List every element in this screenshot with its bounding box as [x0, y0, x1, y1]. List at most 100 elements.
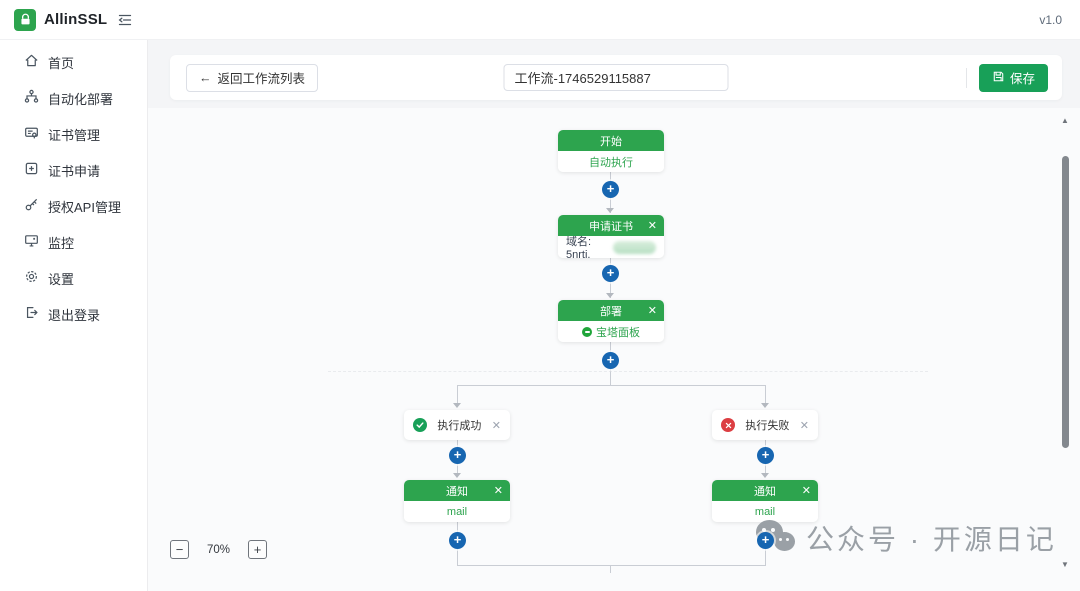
certificate-apply-icon	[24, 161, 39, 179]
success-check-icon	[413, 418, 427, 432]
workflow-name-input[interactable]	[503, 64, 729, 91]
close-icon[interactable]: ✕	[647, 220, 657, 232]
sidebar-item-label: 监控	[48, 235, 75, 251]
watermark-text: 公众号 · 开源日记	[806, 524, 1057, 555]
arrowhead	[761, 403, 769, 408]
workflow-canvas[interactable]: + + + + + + + 开始 自动执行 申请证书 ✕ 域名: 5	[148, 108, 1080, 591]
edge-merge-out	[610, 565, 611, 573]
node-start-body: 自动执行	[558, 151, 664, 172]
sidebar-item-cert-manage[interactable]: 证书管理	[0, 116, 147, 152]
arrowhead	[606, 293, 614, 298]
add-node-button[interactable]: +	[602, 265, 619, 282]
save-button-label: 保存	[1009, 72, 1035, 86]
node-deploy[interactable]: 部署 ✕ 宝塔面板	[558, 300, 664, 342]
node-notify-body: mail	[712, 501, 818, 522]
sidebar-item-auto-deploy[interactable]: 自动化部署	[0, 80, 147, 116]
sidebar-item-api-auth[interactable]: 授权API管理	[0, 188, 147, 224]
add-node-button[interactable]: +	[757, 447, 774, 464]
node-notify-header: 通知 ✕	[404, 480, 510, 501]
add-node-button[interactable]: +	[757, 532, 774, 549]
edge-branch-fail	[765, 385, 766, 405]
top-header: AllinSSL v1.0	[0, 0, 1080, 40]
back-button-label: 返回工作流列表	[217, 72, 306, 86]
node-start-header: 开始	[558, 130, 664, 151]
home-icon	[24, 53, 39, 71]
branch-merge-line	[457, 565, 766, 566]
node-apply-cert-body: 域名: 5nrtj.	[558, 236, 664, 258]
add-node-button[interactable]: +	[602, 352, 619, 369]
node-title: 通知	[754, 485, 776, 498]
node-title: 开始	[600, 135, 622, 148]
arrowhead	[606, 208, 614, 213]
add-node-button[interactable]: +	[449, 532, 466, 549]
save-icon	[992, 70, 1005, 86]
back-arrow-icon: ←	[199, 70, 212, 85]
sidebar-item-label: 退出登录	[48, 307, 101, 323]
baota-icon	[582, 326, 592, 337]
add-node-button[interactable]: +	[602, 181, 619, 198]
sidebar-item-home[interactable]: 首页	[0, 44, 147, 80]
watermark: 公众号 · 开源日记	[748, 516, 1057, 560]
sidebar-item-label: 自动化部署	[48, 91, 114, 107]
node-branch-success[interactable]: 执行成功 ✕	[404, 410, 510, 440]
sidebar-item-label: 设置	[48, 271, 75, 287]
node-apply-cert-header: 申请证书 ✕	[558, 215, 664, 236]
toolbar-divider	[965, 67, 967, 88]
app-version: v1.0	[1039, 12, 1062, 27]
branch-split-line	[457, 385, 766, 386]
close-icon[interactable]: ✕	[799, 419, 809, 432]
scroll-down-icon[interactable]: ▼	[1061, 560, 1069, 569]
sidebar-collapse-icon[interactable]	[117, 12, 133, 28]
vertical-scrollbar[interactable]: ▲ ▼	[1058, 108, 1074, 591]
close-icon[interactable]: ✕	[647, 305, 657, 317]
logout-icon	[24, 305, 39, 323]
brand-name: AllinSSL	[44, 11, 108, 28]
zoom-controls: − 70% +	[170, 540, 268, 559]
arrowhead	[761, 473, 769, 478]
arrowhead	[453, 473, 461, 478]
brand: AllinSSL	[0, 8, 148, 31]
close-icon[interactable]: ✕	[491, 419, 501, 432]
certificate-manage-icon	[24, 125, 39, 143]
branch-label: 执行成功	[437, 420, 482, 432]
edge-branch-success	[457, 385, 458, 405]
sidebar-item-settings[interactable]: 设置	[0, 260, 147, 296]
fail-cross-icon	[721, 418, 735, 432]
add-node-button[interactable]: +	[449, 447, 466, 464]
redacted-domain	[613, 240, 656, 254]
node-deploy-body: 宝塔面板	[558, 321, 664, 342]
node-branch-fail[interactable]: 执行失败 ✕	[712, 410, 818, 440]
back-to-workflow-list-button[interactable]: ← 返回工作流列表	[186, 63, 319, 92]
node-notify-body: mail	[404, 501, 510, 522]
node-notify-fail[interactable]: 通知 ✕ mail	[712, 480, 818, 522]
sidebar: 首页 自动化部署 证书管理 证书申请 授权API管理 监控 设置 退出登录	[0, 40, 148, 591]
node-apply-cert[interactable]: 申请证书 ✕ 域名: 5nrtj.	[558, 215, 664, 258]
close-icon[interactable]: ✕	[801, 485, 811, 497]
sidebar-item-label: 首页	[48, 55, 75, 71]
node-title: 部署	[600, 305, 622, 318]
sidebar-item-label: 授权API管理	[48, 199, 121, 215]
scroll-up-icon[interactable]: ▲	[1061, 116, 1069, 125]
sidebar-item-logout[interactable]: 退出登录	[0, 296, 147, 332]
zoom-in-button[interactable]: +	[248, 540, 268, 559]
sidebar-item-monitor[interactable]: 监控	[0, 224, 147, 260]
sidebar-item-cert-apply[interactable]: 证书申请	[0, 152, 147, 188]
sidebar-item-label: 证书申请	[48, 163, 101, 179]
node-start[interactable]: 开始 自动执行	[558, 130, 664, 172]
node-notify-success[interactable]: 通知 ✕ mail	[404, 480, 510, 522]
monitor-icon	[24, 233, 39, 251]
allinssl-logo-icon	[14, 8, 36, 31]
node-title: 通知	[446, 485, 468, 498]
close-icon[interactable]: ✕	[493, 485, 503, 497]
settings-icon	[24, 269, 39, 287]
domain-label: 域名: 5nrtj.	[566, 236, 592, 258]
workflow-icon	[24, 89, 39, 107]
scrollbar-thumb[interactable]	[1062, 156, 1069, 448]
sidebar-item-label: 证书管理	[48, 127, 101, 143]
api-key-icon	[24, 197, 39, 215]
wechat-icon	[748, 516, 800, 560]
save-button[interactable]: 保存	[978, 63, 1048, 92]
deploy-provider-label: 宝塔面板	[596, 326, 640, 339]
zoom-out-button[interactable]: −	[170, 540, 189, 559]
